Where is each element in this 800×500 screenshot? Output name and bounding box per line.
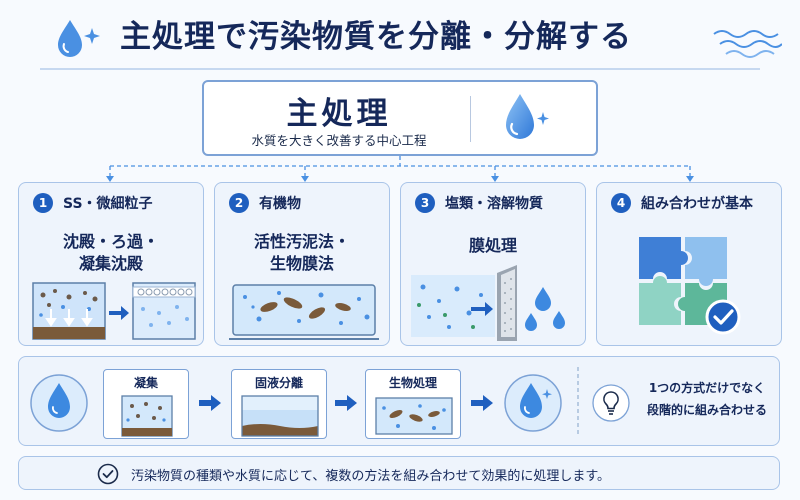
card-combination: 4 組み合わせが基本 — [596, 182, 782, 346]
main-process-title: 主処理 — [286, 96, 392, 132]
card-body: 膜処理 — [401, 235, 585, 257]
card-organic-matter: 2 有機物 活性汚泥法・ 生物膜法 — [214, 182, 390, 346]
card-header: 1 SS・微細粒子 — [33, 193, 153, 213]
summary-text: 汚染物質の種類や水質に応じて、複数の方法を組み合わせて効果的に処理します。 — [131, 469, 611, 484]
process-note-line: 1つの方式だけでなく — [648, 381, 766, 395]
biological-tank-illustration — [375, 397, 453, 435]
card-title: 有機物 — [259, 196, 301, 212]
title-underline — [40, 68, 760, 70]
step-label: 生物処理 — [388, 376, 437, 390]
divider-dashed — [577, 367, 579, 437]
treated-water-drop-icon — [504, 374, 562, 432]
water-drop-icon — [506, 94, 549, 139]
separation-tank-illustration — [241, 395, 319, 437]
puzzle-check-icon — [639, 237, 741, 335]
divider — [470, 96, 471, 142]
step-coagulation: 凝集 — [103, 369, 189, 439]
card-number: 2 — [229, 193, 249, 213]
card-header: 3 塩類・溶解物質 — [415, 193, 543, 213]
step-solid-liquid-separation: 固液分離 — [231, 369, 327, 439]
process-flow-box: 凝集 固液分離 生物処理 — [18, 356, 780, 446]
card-body-line: 凝集沈殿 — [78, 254, 143, 273]
card-number: 3 — [415, 193, 435, 213]
arrow-right-icon — [471, 395, 493, 411]
arrow-right-icon — [199, 395, 221, 411]
card-body-line: 生物膜法 — [269, 254, 334, 273]
card-title: SS・微細粒子 — [63, 196, 153, 212]
card-ss-particles: 1 SS・微細粒子 沈殿・ろ過・ 凝集沈殿 — [18, 182, 204, 346]
water-wave-icon — [713, 30, 782, 58]
card-number: 1 — [33, 193, 53, 213]
sedimentation-tank-illustration — [32, 282, 196, 340]
connector-lines — [106, 156, 694, 182]
card-body: 沈殿・ろ過・ 凝集沈殿 — [19, 231, 203, 275]
card-salts-dissolved: 3 塩類・溶解物質 膜処理 — [400, 182, 586, 346]
summary-footer: 汚染物質の種類や水質に応じて、複数の方法を組み合わせて効果的に処理します。 — [18, 456, 780, 490]
process-note-line: 段階的に組み合わせる — [646, 403, 767, 417]
membrane-filter-illustration — [411, 265, 565, 341]
arrow-right-icon — [335, 395, 357, 411]
main-process-box: 主処理 水質を大きく改善する中心工程 — [202, 80, 598, 156]
step-label: 固液分離 — [254, 376, 303, 390]
lightbulb-icon — [592, 384, 630, 422]
card-title: 塩類・溶解物質 — [445, 196, 543, 212]
coagulation-tank-illustration — [121, 395, 173, 437]
step-biological-treatment: 生物処理 — [365, 369, 461, 439]
water-drop-sparkle-icon — [58, 20, 100, 57]
activated-sludge-tank-illustration — [229, 284, 379, 340]
card-body-line: 膜処理 — [468, 236, 517, 255]
card-body: 活性汚泥法・ 生物膜法 — [215, 231, 389, 275]
card-body-line: 沈殿・ろ過・ — [62, 232, 159, 251]
card-number: 4 — [611, 193, 631, 213]
card-header: 2 有機物 — [229, 193, 301, 213]
page-title: 主処理で汚染物質を分離・分解する — [120, 19, 632, 55]
raw-water-drop-icon — [30, 374, 88, 432]
card-body-line: 活性汚泥法・ — [253, 232, 350, 251]
card-header: 4 組み合わせが基本 — [611, 193, 753, 213]
main-process-subtitle: 水質を大きく改善する中心工程 — [251, 133, 427, 148]
process-note: 1つの方式だけでなく 段階的に組み合わせる — [637, 377, 777, 421]
step-label: 凝集 — [133, 376, 158, 390]
check-circle-icon — [97, 463, 119, 485]
card-title: 組み合わせが基本 — [641, 196, 753, 212]
